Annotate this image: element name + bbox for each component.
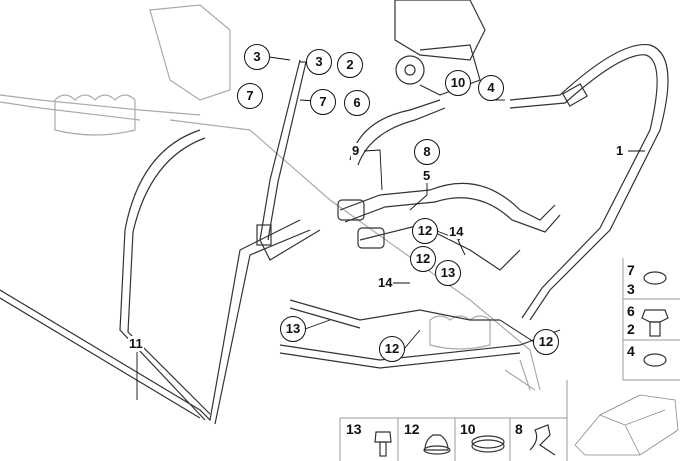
pressure-hose-1 bbox=[509, 43, 669, 321]
bolt-icon bbox=[374, 431, 392, 457]
nut-icon bbox=[423, 434, 451, 455]
legend-number: 13 bbox=[346, 421, 362, 437]
callout-12[interactable]: 12 bbox=[412, 218, 438, 244]
callout-4[interactable]: 4 bbox=[478, 75, 504, 101]
label-14[interactable]: 14 bbox=[377, 275, 394, 290]
legend-number: 10 bbox=[460, 421, 476, 437]
callout-3[interactable]: 3 bbox=[306, 49, 332, 75]
callout-10[interactable]: 10 bbox=[445, 70, 471, 96]
banjo-bolt-icon bbox=[641, 309, 669, 337]
legend-number: 8 bbox=[515, 421, 523, 437]
legend-number: 6 bbox=[627, 303, 635, 319]
clip-icon bbox=[529, 424, 556, 456]
callout-7[interactable]: 7 bbox=[310, 89, 336, 115]
callout-13[interactable]: 13 bbox=[435, 260, 461, 286]
label-5[interactable]: 5 bbox=[422, 168, 432, 183]
callout-7[interactable]: 7 bbox=[237, 83, 263, 109]
legend-number: 7 bbox=[627, 262, 635, 278]
callout-3[interactable]: 3 bbox=[244, 44, 270, 70]
pump-reservoir bbox=[394, 0, 486, 96]
label-9[interactable]: 9 bbox=[351, 143, 361, 158]
legend-frame bbox=[339, 258, 680, 461]
legend-number: 2 bbox=[627, 321, 635, 337]
return-pipe-11 bbox=[0, 59, 321, 425]
label-11[interactable]: 11 bbox=[128, 336, 144, 351]
legend-number: 3 bbox=[627, 281, 635, 297]
hoses-5-9 bbox=[279, 99, 561, 369]
legend-number: 12 bbox=[404, 421, 420, 437]
callout-6[interactable]: 6 bbox=[344, 90, 370, 116]
label-14[interactable]: 14 bbox=[448, 224, 465, 239]
label-1[interactable]: 1 bbox=[615, 143, 625, 158]
sealing-ring-icon bbox=[643, 271, 667, 285]
callout-8[interactable]: 8 bbox=[414, 139, 440, 165]
callout-12[interactable]: 12 bbox=[533, 329, 559, 355]
hose-clamp-icon bbox=[471, 435, 505, 453]
callout-12[interactable]: 12 bbox=[410, 246, 436, 272]
sealing-ring-icon bbox=[643, 353, 667, 367]
car-thumbnail bbox=[574, 394, 679, 456]
callout-2[interactable]: 2 bbox=[337, 52, 363, 78]
legend-number: 4 bbox=[627, 343, 635, 359]
callout-12[interactable]: 12 bbox=[379, 336, 405, 362]
callout-13[interactable]: 13 bbox=[280, 316, 306, 342]
